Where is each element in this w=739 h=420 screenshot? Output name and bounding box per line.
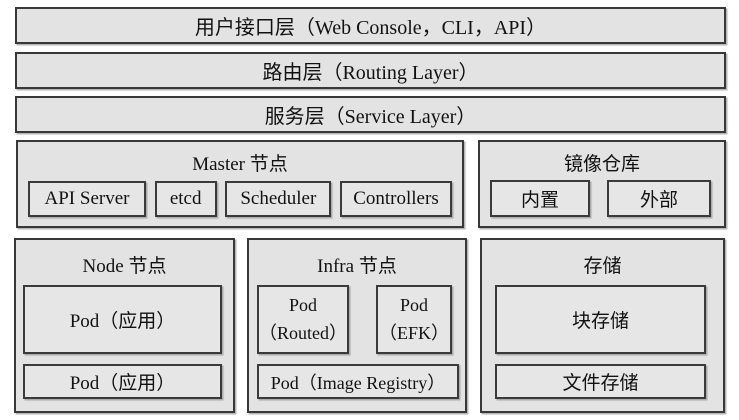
layer-routing: 路由层（Routing Layer） <box>15 52 726 89</box>
master-components-row: API Server etcd Scheduler Controllers <box>28 181 452 217</box>
layer-service: 服务层（Service Layer） <box>15 96 726 133</box>
infra-pod-image-registry-box: Pod（Image Registry） <box>257 364 459 399</box>
master-node-group: Master 节点 API Server etcd Scheduler Cont… <box>16 140 464 228</box>
block-storage-box: 块存储 <box>495 285 706 354</box>
storage-group-title: 存储 <box>583 256 622 277</box>
node-group-title: Node 节点 <box>82 256 167 277</box>
node-pod-app-1-box: Pod（应用） <box>23 285 222 354</box>
storage-group: 存储 块存储 文件存储 <box>480 238 725 413</box>
controllers-box: Controllers <box>339 181 452 217</box>
node-pod-app-2-box: Pod（应用） <box>23 364 222 399</box>
infra-pod-routed-line1: Pod <box>288 294 317 315</box>
infra-pod-routed-line2: （Routed） <box>259 322 347 343</box>
infra-pod-efk-line2: （EFK） <box>378 322 449 343</box>
registry-external-box: 外部 <box>607 180 711 217</box>
layer-user-interface: 用户接口层（Web Console，CLI，API） <box>15 7 726 44</box>
image-registry-title: 镜像仓库 <box>563 154 640 175</box>
infra-group: Infra 节点 Pod （Routed） Pod （EFK） Pod（Imag… <box>247 238 467 413</box>
infra-pod-efk-line1: Pod <box>399 294 428 315</box>
master-node-title: Master 节点 <box>192 154 288 175</box>
scheduler-box: Scheduler <box>225 181 332 217</box>
node-group: Node 节点 Pod（应用） Pod（应用） <box>14 238 235 413</box>
image-registry-options-row: 内置 外部 <box>490 180 711 217</box>
infra-pod-routed-box: Pod （Routed） <box>257 285 349 354</box>
api-server-box: API Server <box>28 181 146 217</box>
registry-builtin-box: 内置 <box>490 180 590 217</box>
infra-group-title: Infra 节点 <box>317 256 397 277</box>
etcd-box: etcd <box>154 181 217 217</box>
infra-pods-row: Pod （Routed） Pod （EFK） <box>257 285 459 354</box>
file-storage-box: 文件存储 <box>495 364 706 399</box>
infra-pod-efk-box: Pod （EFK） <box>376 285 452 354</box>
image-registry-group: 镜像仓库 内置 外部 <box>478 140 726 228</box>
